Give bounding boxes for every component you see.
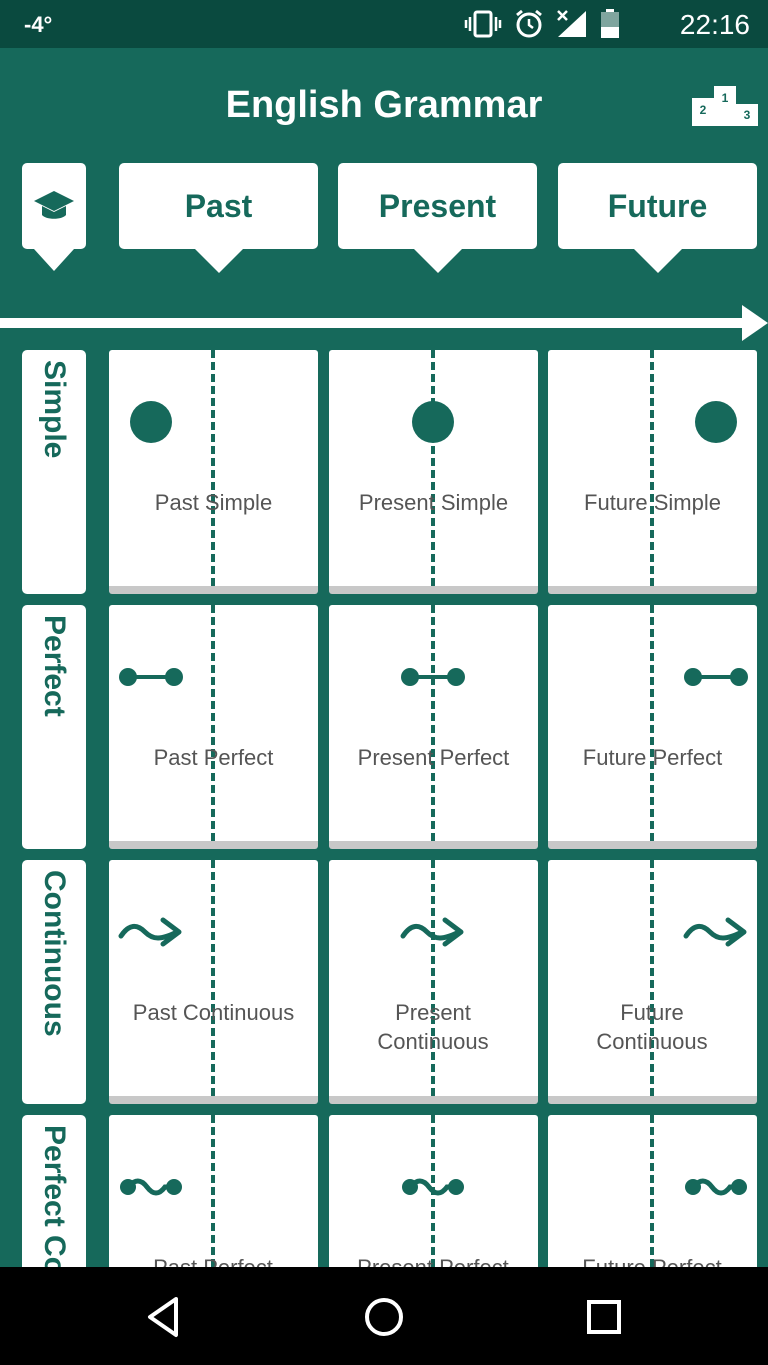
learn-button[interactable] bbox=[22, 163, 86, 271]
card-label: Past Simple bbox=[154, 490, 273, 515]
card-label: Past Perfect bbox=[153, 745, 274, 770]
podium-third: 3 bbox=[744, 108, 751, 122]
card-present-continuous[interactable]: Present Continuous bbox=[329, 860, 538, 1104]
wavy-arrow-icon bbox=[118, 917, 182, 947]
card-label: Future Simple bbox=[584, 490, 721, 515]
card-label: Present Perfect bbox=[357, 745, 510, 770]
status-bar: -4° 22:16 bbox=[0, 0, 768, 48]
tab-future[interactable]: Future bbox=[558, 163, 757, 273]
tab-present[interactable]: Present bbox=[338, 163, 537, 273]
card-present-simple[interactable]: Present Simple bbox=[329, 350, 538, 594]
dot-icon bbox=[695, 401, 737, 443]
leaderboard-podium-icon[interactable]: 2 1 3 bbox=[692, 84, 758, 128]
clock: 22:16 bbox=[679, 9, 750, 40]
row-label-text: Simple bbox=[38, 360, 71, 459]
card-past-simple[interactable]: Past Simple bbox=[109, 350, 318, 594]
row-label-perfect[interactable]: Perfect bbox=[22, 605, 86, 849]
now-line bbox=[431, 605, 435, 841]
now-line bbox=[211, 605, 215, 841]
row-label-text: Perfect bbox=[38, 615, 71, 717]
battery-icon bbox=[601, 9, 619, 38]
dumbbell-icon bbox=[401, 668, 465, 686]
now-line bbox=[431, 860, 435, 1096]
home-icon[interactable] bbox=[356, 1289, 412, 1345]
page-title: English Grammar bbox=[225, 84, 543, 126]
now-line bbox=[211, 860, 215, 1096]
now-line bbox=[211, 1115, 215, 1351]
card-label: Present Simple bbox=[358, 490, 509, 515]
row-label-simple[interactable]: Simple bbox=[22, 350, 86, 594]
card-label: Past Continuous bbox=[132, 1000, 295, 1025]
back-icon[interactable] bbox=[136, 1289, 192, 1345]
now-line bbox=[431, 350, 435, 586]
timeline-arrow-head bbox=[742, 305, 768, 341]
dumbbell-icon bbox=[684, 668, 748, 686]
card-label: Future Perfect bbox=[582, 745, 723, 770]
wavy-arrow-icon bbox=[400, 917, 464, 947]
wavy-dumbbell-icon bbox=[685, 1178, 747, 1196]
recents-icon[interactable] bbox=[576, 1289, 632, 1345]
now-line bbox=[650, 1115, 654, 1351]
card-label: Present Continuous bbox=[377, 1000, 489, 1054]
no-signal-icon bbox=[557, 10, 586, 37]
row-label-continuous[interactable]: Continuous bbox=[22, 860, 86, 1104]
card-future-simple[interactable]: Future Simple bbox=[548, 350, 757, 594]
dot-icon bbox=[130, 401, 172, 443]
wavy-dumbbell-icon bbox=[120, 1178, 182, 1196]
now-line bbox=[211, 350, 215, 586]
row-label-text: Continuous bbox=[38, 870, 71, 1037]
podium-first: 1 bbox=[722, 91, 729, 105]
card-future-perfect[interactable]: Future Perfect bbox=[548, 605, 757, 849]
vibrate-icon bbox=[464, 10, 502, 38]
wavy-dumbbell-icon bbox=[402, 1178, 464, 1196]
tab-past[interactable]: Past bbox=[119, 163, 318, 273]
now-line bbox=[650, 350, 654, 586]
card-label: Future Continuous bbox=[596, 1000, 708, 1054]
status-icons bbox=[464, 8, 620, 40]
dumbbell-icon bbox=[119, 668, 183, 686]
now-line bbox=[650, 605, 654, 841]
card-past-perfect[interactable]: Past Perfect bbox=[109, 605, 318, 849]
card-past-continuous[interactable]: Past Continuous bbox=[109, 860, 318, 1104]
navigation-bar bbox=[0, 1267, 768, 1365]
dot-icon bbox=[412, 401, 454, 443]
card-present-perfect[interactable]: Present Perfect bbox=[329, 605, 538, 849]
card-future-continuous[interactable]: Future Continuous bbox=[548, 860, 757, 1104]
timeline-arrow bbox=[0, 318, 744, 328]
now-line bbox=[650, 860, 654, 1096]
wavy-arrow-icon bbox=[683, 917, 747, 947]
now-line bbox=[431, 1115, 435, 1351]
alarm-icon bbox=[516, 9, 542, 38]
temperature: -4° bbox=[24, 12, 53, 37]
podium-second: 2 bbox=[700, 103, 707, 117]
graduation-cap-icon bbox=[34, 191, 74, 219]
